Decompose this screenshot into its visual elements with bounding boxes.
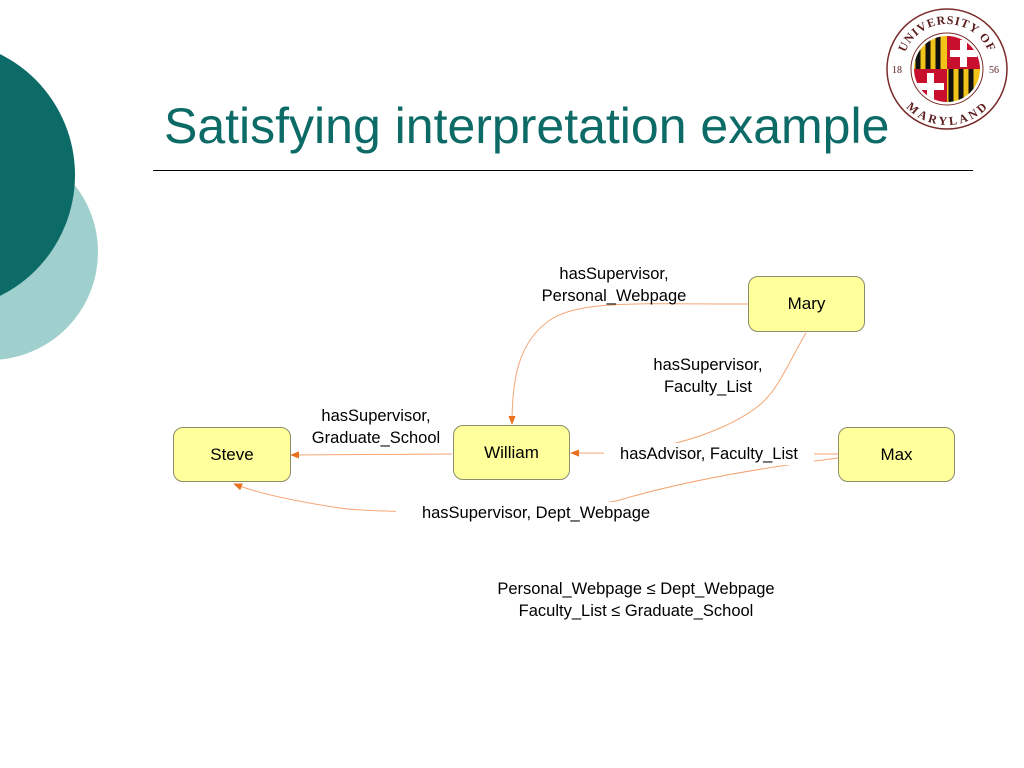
- note-line-2: Faculty_List ≤ Graduate_School: [518, 602, 754, 620]
- decorative-circles: [0, 54, 98, 360]
- label-william-steve: hasSupervisor, Graduate_School: [296, 405, 456, 449]
- label-mary-william-line2: Personal_Webpage: [541, 287, 687, 305]
- label-mary-william-line1: hasSupervisor,: [559, 265, 669, 283]
- seal-year-left: 18: [892, 65, 902, 76]
- label-mary-max-line1: hasSupervisor,: [653, 356, 763, 374]
- label-william-steve-line2: Graduate_School: [311, 429, 441, 447]
- dark-teal-circle: [0, 54, 75, 296]
- edge-mary-to-william: [508, 303, 749, 425]
- label-mary-william: hasSupervisor, Personal_Webpage: [524, 263, 704, 307]
- node-steve: Steve: [173, 427, 291, 482]
- seal-year-right: 56: [989, 65, 999, 76]
- edge-william-to-steve: [290, 451, 453, 459]
- node-mary: Mary: [748, 276, 865, 332]
- note-line-1: Personal_Webpage ≤ Dept_Webpage: [497, 580, 775, 598]
- slide-title: Satisfying interpretation example: [164, 98, 890, 154]
- title-divider: [153, 170, 973, 171]
- ordering-notes: Personal_Webpage ≤ Dept_Webpage Faculty_…: [436, 578, 836, 622]
- label-mary-max-line2: Faculty_List: [663, 378, 753, 396]
- label-william-steve-line1: hasSupervisor,: [321, 407, 431, 425]
- node-william: William: [453, 425, 570, 480]
- label-mary-max: hasSupervisor, Faculty_List: [628, 354, 788, 398]
- edge-mary-to-max: [651, 332, 807, 449]
- university-seal-logo: UNIVERSITY OF MARYLAND 18 56: [886, 8, 1008, 130]
- label-max-william: hasAdvisor, Faculty_List: [604, 443, 814, 465]
- label-max-steve: hasSupervisor, Dept_Webpage: [396, 502, 676, 524]
- node-max: Max: [838, 427, 955, 482]
